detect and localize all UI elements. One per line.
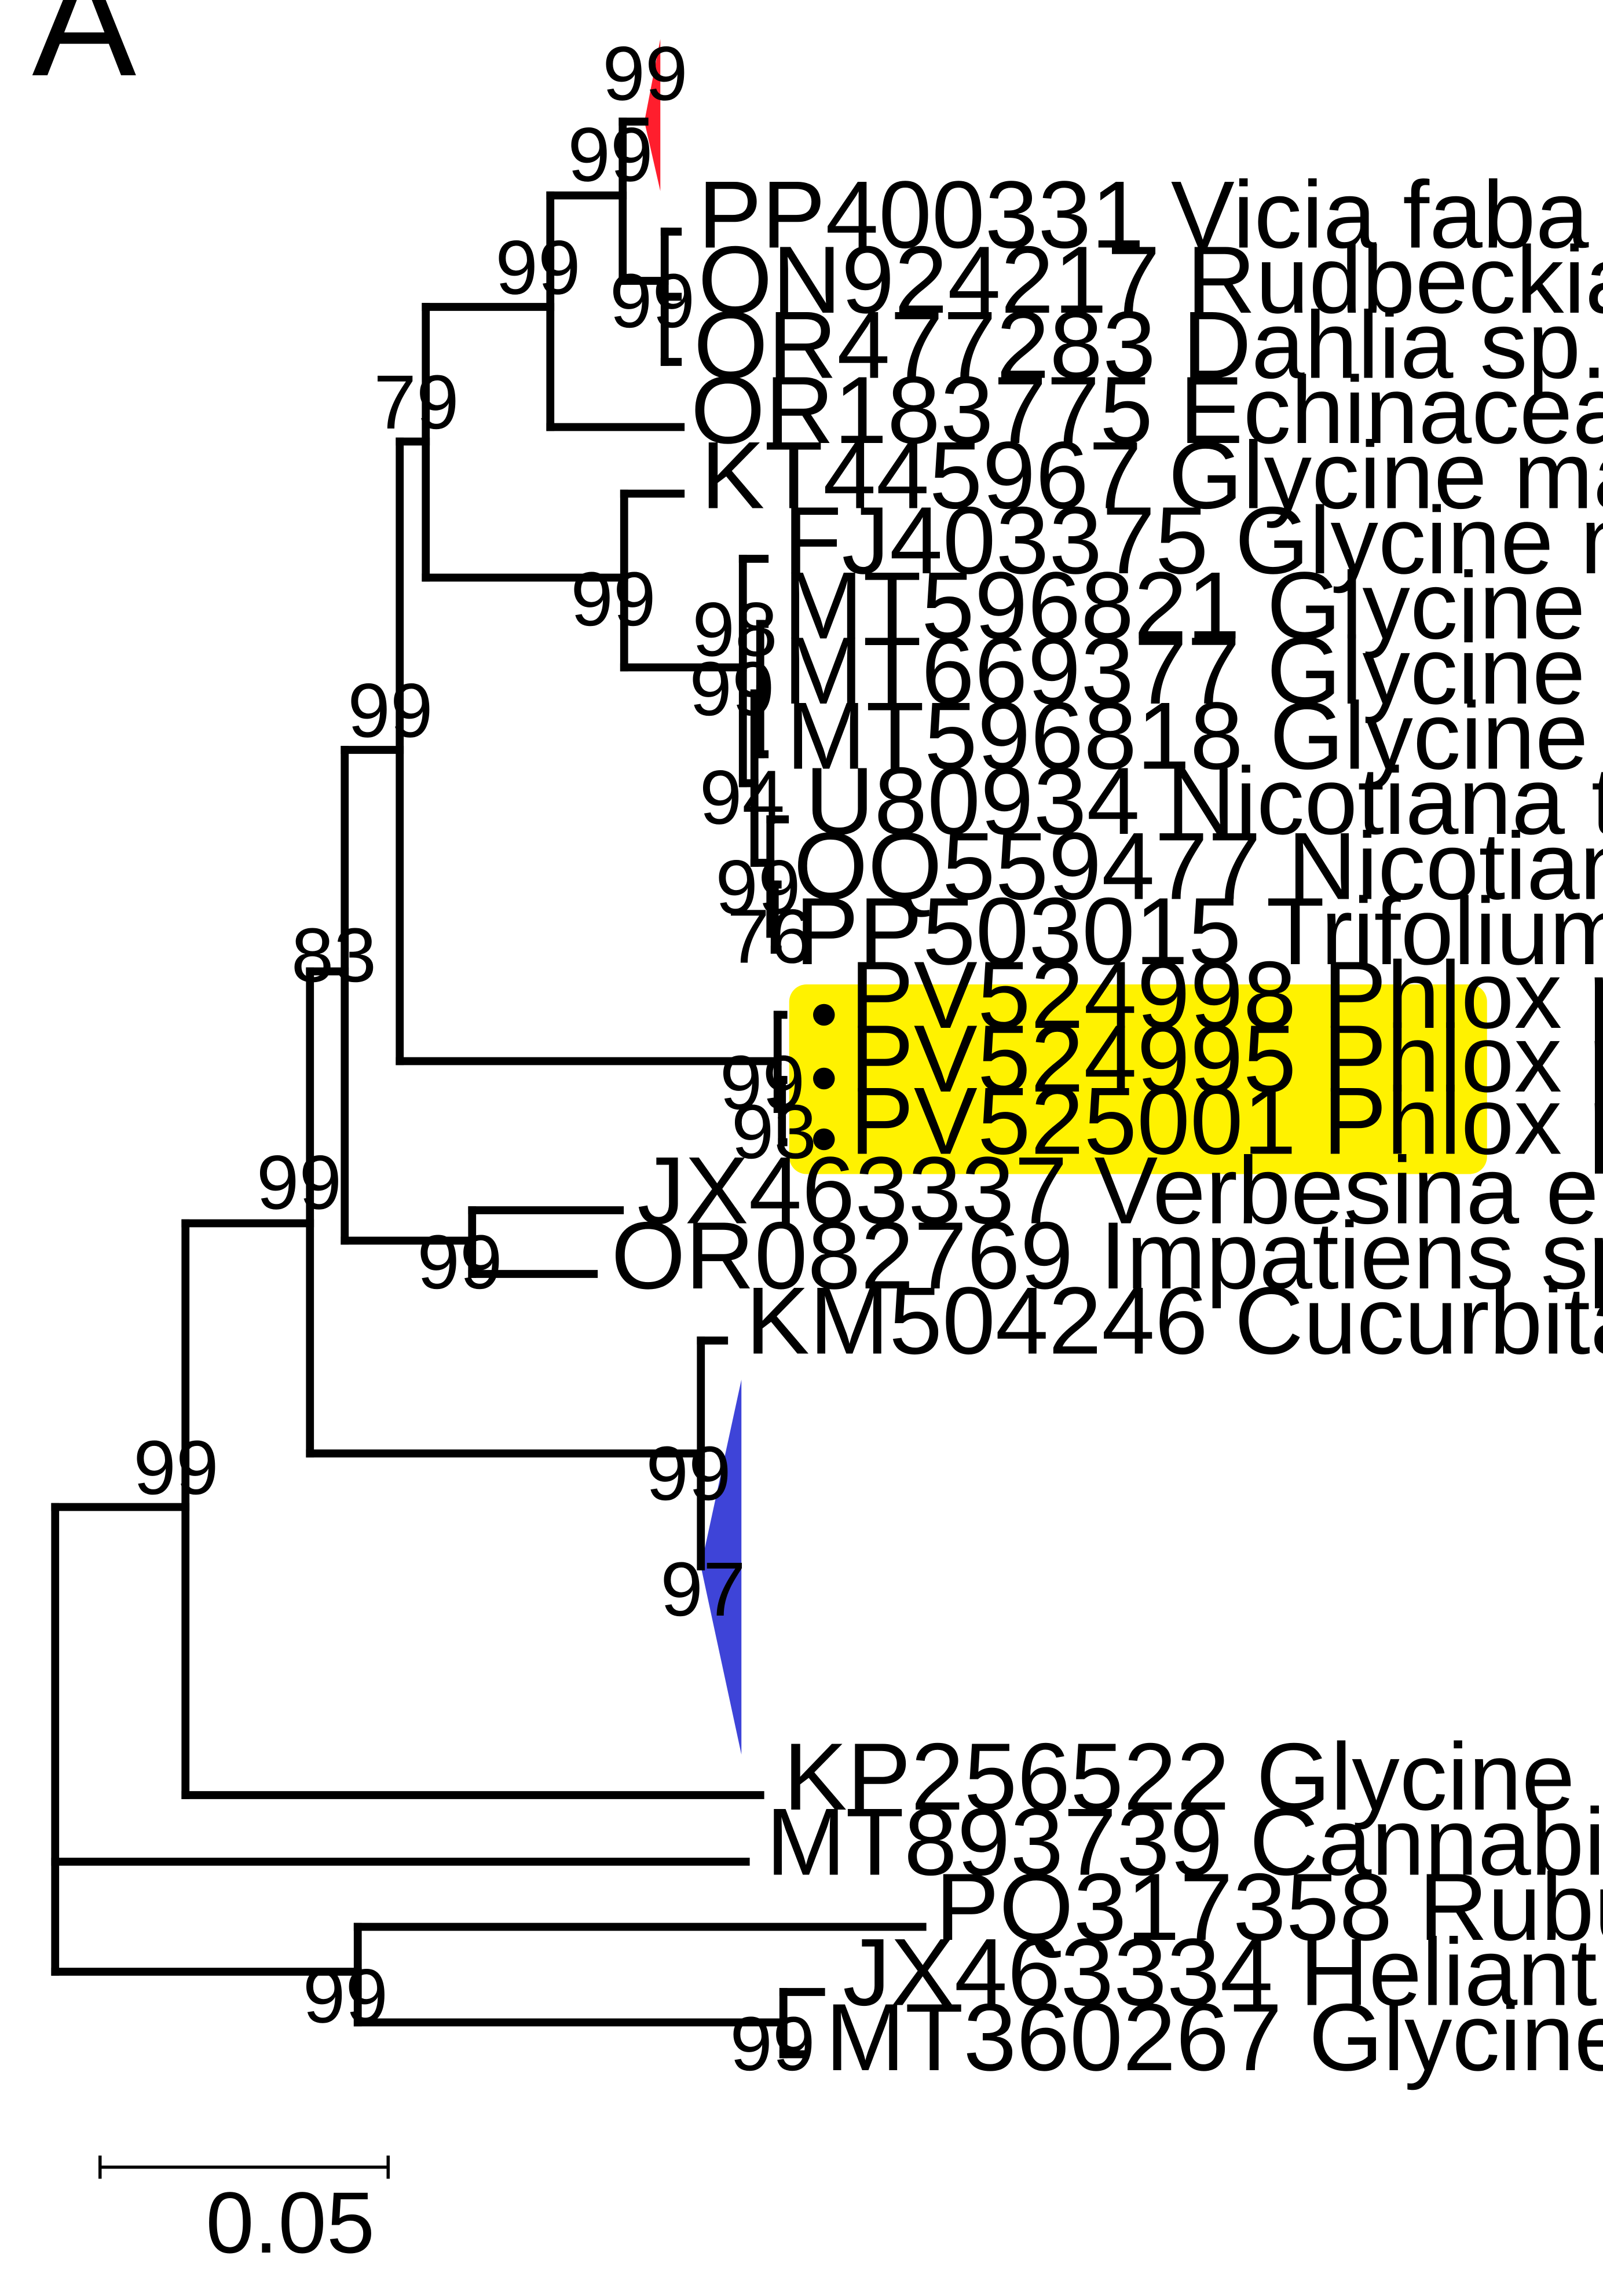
- scale-bar-label: 0.05: [206, 2174, 375, 2271]
- taxon-label: OR477283 Dahlia sp. Netherlands: [694, 292, 1603, 398]
- taxon-label: MT893739 Cannabis sativa USA: [766, 1789, 1603, 1895]
- bootstrap-value: 99: [730, 2001, 815, 2087]
- bootstrap-value: 99: [133, 1425, 218, 1511]
- taxon-label: JX463334 Helianthus annuus Australia: [843, 1919, 1603, 2026]
- bootstrap-value: 99: [689, 646, 774, 732]
- taxon-label: OR183775 Echinacea purpurea China: [691, 357, 1603, 463]
- taxon-label: MT669377 Glycine max USA: [784, 617, 1603, 724]
- taxon-label: MT360267 Glycine max Brazil: [825, 1984, 1603, 2090]
- taxon-label: FJ403375 Glycine max USA: [784, 487, 1603, 594]
- taxon-label: PP400331 Vicia faba Sudan: [698, 162, 1603, 268]
- bootstrap-value: 99: [495, 225, 580, 311]
- collapsed-clade-blue: [701, 1379, 742, 1755]
- taxon-label: OR082769 Impatiens sp. Netherlands: [611, 1202, 1603, 1309]
- filled-circle-icon: [813, 1067, 835, 1090]
- bootstrap-value: 99: [715, 845, 800, 931]
- bootstrap-value: 76: [727, 894, 812, 980]
- taxon-label: KT445967 Glycine max USA: [701, 422, 1603, 529]
- collapsed-clade-red: [644, 39, 661, 191]
- taxon-label-highlighted: PV524995 Phlox paniculata Russia: [850, 1005, 1603, 1112]
- filled-circle-icon: [813, 1004, 835, 1026]
- taxon-label: OQ559477 Nicotiana tabacum USA: [793, 813, 1603, 920]
- bootstrap-value: 83: [291, 913, 376, 998]
- taxon-label: KM504246 Cucurbita pepo USA: [746, 1268, 1603, 1374]
- taxon-label-highlighted: PV524998 Phlox paniculata Russia: [850, 942, 1603, 1048]
- taxon-label: MT596818 Glycine max USA: [786, 683, 1603, 789]
- bootstrap-value: 79: [374, 360, 459, 445]
- taxon-label-highlighted: PV525001 Phlox paniculata Russia: [850, 1068, 1603, 1174]
- highlight-box: [789, 984, 1487, 1174]
- tree-branches: [51, 118, 927, 2059]
- bootstrap-value: 94: [700, 755, 785, 841]
- bootstrap-values: 99 99 99 99 79 99 98 99 94 99 76 99 83 9…: [133, 31, 817, 2088]
- taxon-label: KP256522 Glycine max USA: [784, 1723, 1603, 1830]
- taxa-labels: PP400331 Vicia faba Sudan ON924217 Rudbe…: [611, 162, 1603, 2091]
- panel-label: A: [32, 0, 137, 109]
- filled-circle-icon: [813, 1128, 835, 1151]
- bootstrap-value: 99: [303, 1954, 388, 2039]
- bootstrap-value: 99: [602, 31, 687, 117]
- taxon-label: PP503015 Trifolium repens USA: [795, 878, 1603, 984]
- bootstrap-value: 98: [692, 587, 777, 673]
- bootstrap-value: 99: [257, 1140, 342, 1226]
- taxon-label: PQ317358 Rubus sp. USA: [935, 1854, 1603, 1960]
- taxon-label: MT596821 Glycine max USA: [784, 552, 1603, 659]
- bootstrap-value: 99: [570, 556, 656, 642]
- bootstrap-value: 99: [568, 112, 653, 198]
- taxon-label: U80934 Nicotiana tabacum Netherlands: [805, 748, 1603, 854]
- bootstrap-value: 99: [610, 258, 695, 344]
- taxon-label: JX463337 Verbesina encelioides Australia: [637, 1137, 1603, 1244]
- bootstrap-value: 93: [731, 1089, 817, 1175]
- bootstrap-value: 99: [417, 1220, 502, 1305]
- bootstrap-value: 97: [660, 1547, 745, 1632]
- bootstrap-value: 99: [347, 668, 433, 754]
- scale-bar: 0.05: [98, 2155, 390, 2271]
- bootstrap-value: 99: [720, 1040, 805, 1126]
- bootstrap-value: 99: [646, 1431, 731, 1517]
- taxon-label: ON924217 Rudbeckia sp. Germany: [698, 226, 1603, 333]
